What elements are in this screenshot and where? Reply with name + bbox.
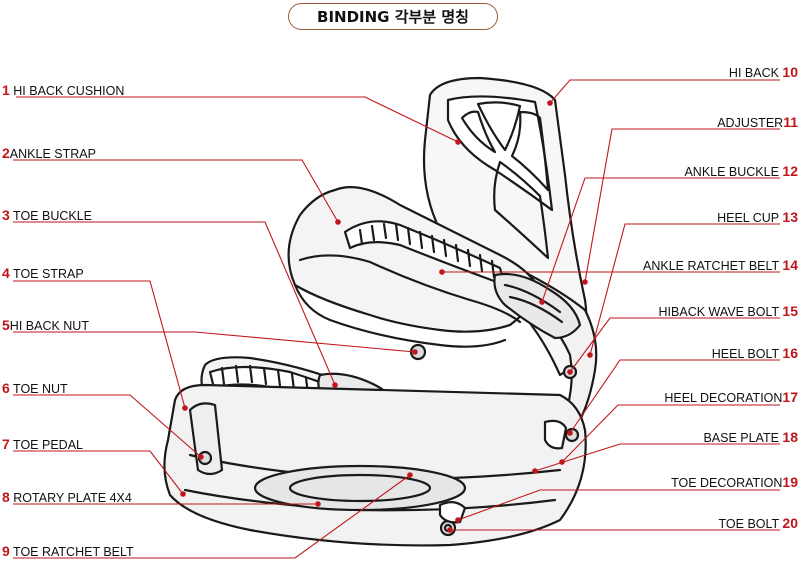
part-label-7: 7 TOE PEDAL <box>2 437 83 452</box>
part-number: 20 <box>782 515 798 531</box>
part-label-4: 4 TOE STRAP <box>2 266 84 281</box>
part-name: TOE BUCKLE <box>13 209 93 223</box>
toe-pedal-shape <box>188 402 224 476</box>
part-name: HI BACK <box>728 66 779 80</box>
part-number: 11 <box>783 114 798 130</box>
part-number: 18 <box>782 429 798 445</box>
part-number: 15 <box>782 303 798 319</box>
part-number: 1 <box>2 82 10 98</box>
part-number: 16 <box>782 345 798 361</box>
part-name: HIBACK WAVE BOLT <box>658 305 779 319</box>
part-label-19: TOE DECORATION19 <box>671 475 798 490</box>
part-name: ANKLE BUCKLE <box>684 165 779 179</box>
part-number: 2 <box>2 145 10 161</box>
part-label-12: ANKLE BUCKLE 12 <box>684 164 798 179</box>
part-label-20: TOE BOLT 20 <box>719 516 799 531</box>
part-number: 5 <box>2 317 10 333</box>
part-label-3: 3 TOE BUCKLE <box>2 208 92 223</box>
part-label-8: 8 ROTARY PLATE 4X4 <box>2 490 132 505</box>
leader-dots <box>180 100 593 533</box>
ankle-strap-shape <box>287 186 542 333</box>
part-label-17: HEEL DECORATION17 <box>664 390 798 405</box>
part-label-13: HEEL CUP 13 <box>717 210 798 225</box>
leader-lines <box>13 79 780 559</box>
part-label-16: HEEL BOLT 16 <box>712 346 798 361</box>
ankle-ratchet-belt-shape <box>343 220 507 287</box>
part-name: TOE BOLT <box>718 517 779 531</box>
part-name: HEEL DECORATION <box>664 391 783 405</box>
part-label-9: 9 TOE RATCHET BELT <box>2 544 134 559</box>
part-name: HI BACK CUSHION <box>13 84 125 98</box>
part-name: TOE RATCHET BELT <box>13 545 134 559</box>
part-name: HEEL CUP <box>717 211 779 225</box>
part-number: 9 <box>2 543 10 559</box>
part-label-14: ANKLE RATCHET BELT 14 <box>643 258 798 273</box>
part-label-1: 1 HI BACK CUSHION <box>2 83 124 98</box>
part-name: HEEL BOLT <box>711 347 779 361</box>
part-name: ANKLE STRAP <box>9 147 96 161</box>
heel-decoration-shape <box>543 419 568 450</box>
part-name: BASE PLATE <box>703 431 779 445</box>
part-number: 7 <box>2 436 10 452</box>
part-name: TOE PEDAL <box>13 438 83 452</box>
diagram-title: BINDING 각부분 명칭 <box>288 3 498 30</box>
part-name: ADJUSTER <box>717 116 784 130</box>
part-label-5: 5HI BACK NUT <box>2 318 89 333</box>
part-name: ROTARY PLATE 4X4 <box>13 491 132 505</box>
part-number: 13 <box>782 209 798 225</box>
part-label-2: 2ANKLE STRAP <box>2 146 96 161</box>
toe-decoration-shape <box>438 501 467 524</box>
part-number: 19 <box>782 474 798 490</box>
part-label-15: HIBACK WAVE BOLT 15 <box>659 304 798 319</box>
part-name: HI BACK NUT <box>9 319 89 333</box>
part-number: 10 <box>782 64 798 80</box>
part-number: 3 <box>2 207 10 223</box>
part-name: TOE NUT <box>13 382 68 396</box>
part-number: 12 <box>782 163 798 179</box>
part-number: 4 <box>2 265 10 281</box>
part-name: ANKLE RATCHET BELT <box>643 259 779 273</box>
part-name: TOE DECORATION <box>671 476 783 490</box>
part-label-11: ADJUSTER11 <box>717 115 798 130</box>
part-number: 8 <box>2 489 10 505</box>
part-label-10: HI BACK 10 <box>729 65 798 80</box>
rotary-plate-shape <box>253 464 467 512</box>
part-label-18: BASE PLATE 18 <box>703 430 798 445</box>
part-label-6: 6 TOE NUT <box>2 381 68 396</box>
part-number: 6 <box>2 380 10 396</box>
part-number: 17 <box>782 389 798 405</box>
part-name: TOE STRAP <box>13 267 84 281</box>
part-number: 14 <box>782 257 798 273</box>
